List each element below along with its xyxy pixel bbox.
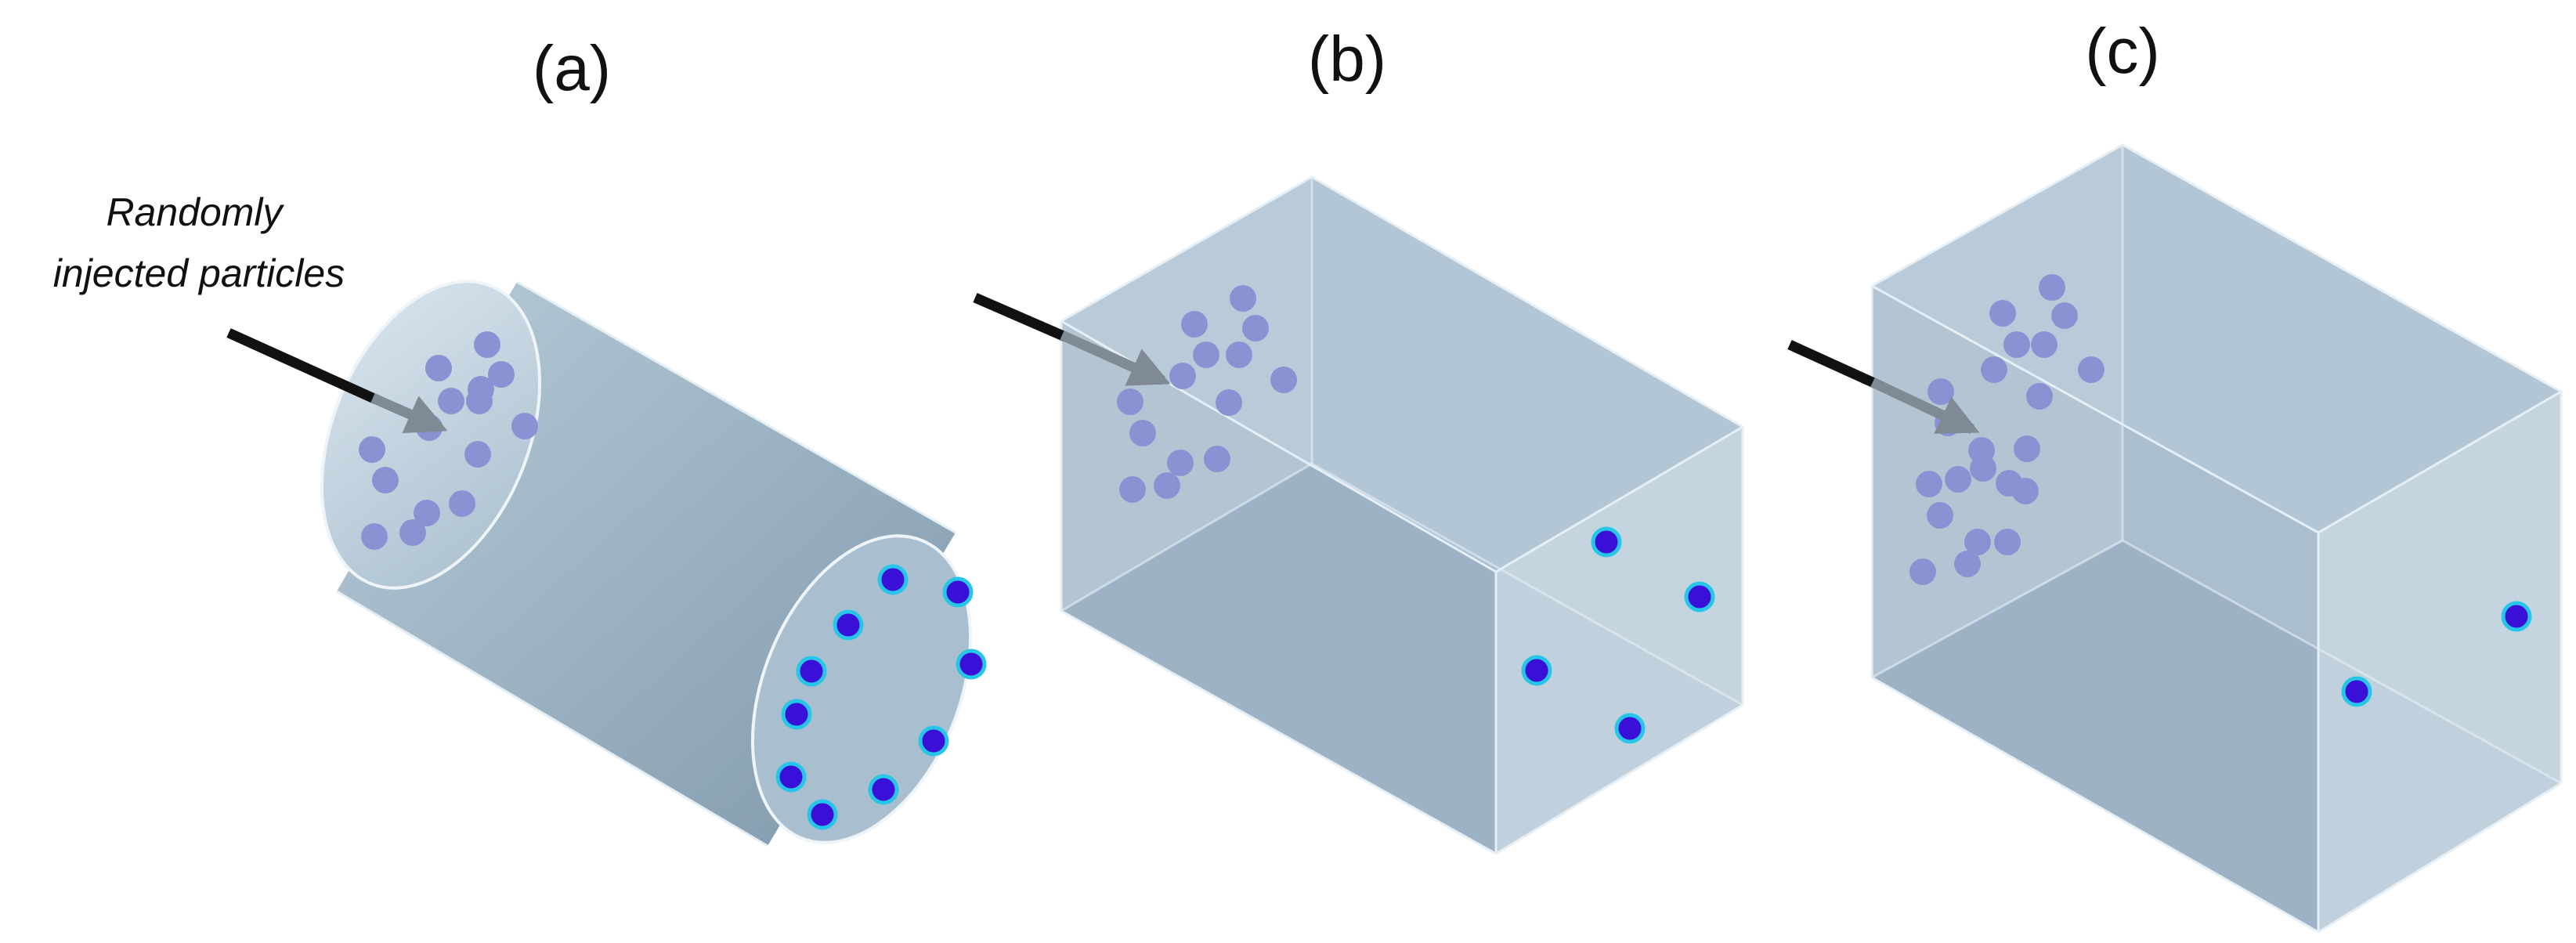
cylinder-outlet-face [750,534,973,844]
injected-particle [1242,315,1269,341]
injected-particle [1119,476,1146,503]
injected-particle [1945,466,1971,493]
panel-label-a: (a) [533,33,611,104]
injected-particle [488,361,515,388]
injected-particle [1927,502,1953,529]
channel-b-front [1061,321,1496,854]
injected-particle [1154,472,1180,499]
channel-c-outlet-face [2318,392,2561,932]
injected-particle [1927,378,1954,405]
injected-particle [2078,356,2105,383]
injected-particle [1981,356,2007,383]
channel-b-top [1061,177,1743,572]
inlet-particles-b [1117,285,1297,503]
outlet-particles-b [1521,526,1715,744]
injected-particle [414,500,440,526]
channel-b-outlet-face [1496,427,1743,854]
outlet-particle [833,609,864,641]
cylinder-tube [320,280,973,847]
injected-particle [372,467,399,493]
injected-particle [2026,383,2053,410]
outlet-particle [2501,601,2532,632]
injected-particle [1994,529,2021,555]
injected-particle [464,441,491,468]
injected-particle [1964,529,1991,555]
panel-label-b: (b) [1308,23,1386,95]
injected-particle [1226,341,1252,368]
injected-particle [2014,435,2040,462]
outlet-particle [1684,581,1715,612]
injected-particle [1909,558,1936,585]
outlet-particle [1591,526,1622,558]
injected-particle [2039,274,2065,301]
outlet-particle [868,774,899,805]
injected-particle [1989,300,2016,327]
injected-particle [511,413,538,439]
outlet-particle [796,656,827,687]
outlet-particle [918,725,949,757]
injected-particle [1270,367,1297,393]
injected-particle [2012,478,2039,504]
injection-arrow-c [1787,340,1980,434]
injected-particle [1216,389,1242,416]
channel-b [1060,175,1745,855]
injected-particle [399,519,426,546]
injected-particle [361,523,388,550]
outlet-particle [2341,676,2372,707]
inlet-particles-c [1909,274,2105,585]
injected-particle [1954,551,1981,577]
outlet-particles-c [2341,601,2532,707]
injected-particle [466,388,493,414]
outlet-particle [775,761,807,793]
injected-particle [359,436,385,463]
channel-c-top [1872,145,2561,533]
injected-particle [2051,302,2078,329]
injected-particle [1169,363,1196,389]
injected-particle [1970,455,1996,482]
injected-particle [1129,420,1156,446]
injected-particle [1181,311,1208,338]
outlet-particle [956,649,987,680]
injected-particle [1230,285,1256,312]
outlet-particle [942,576,974,608]
injected-particle [474,331,500,358]
injected-particle [1916,471,1942,497]
injected-particle [1117,388,1143,415]
outlet-particles-a [775,564,987,830]
injection-arrow-b [973,293,1171,386]
outlet-particle [877,564,909,595]
annotation-line-2: injected particles [53,251,345,295]
outlet-particle [807,799,838,830]
injected-particle [425,355,452,381]
injected-particle [438,388,464,414]
injection-arrow-a [226,328,448,433]
outlet-particle [1521,655,1552,686]
outlet-particle [1614,713,1646,744]
injected-particle [2031,331,2058,358]
annotation-line-1: Randomly [106,190,284,234]
injected-particle [1167,450,1194,476]
panel-label-c: (c) [2085,16,2160,87]
outlet-particle [781,699,812,730]
injected-particle [2003,331,2030,358]
injected-particle [449,490,475,517]
injected-particle [1193,341,1219,368]
injected-particle [1204,446,1230,472]
